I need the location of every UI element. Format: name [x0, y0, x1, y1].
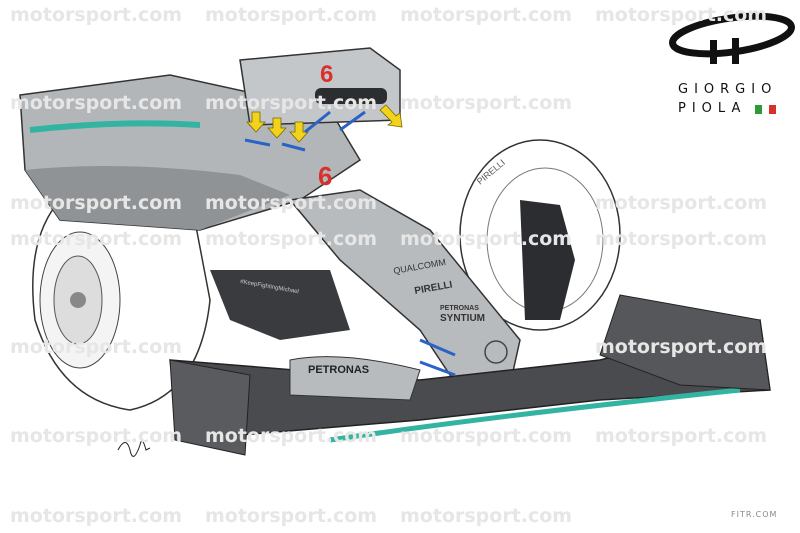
front-wing-petronas: PETRONAS [308, 364, 369, 376]
race-number-top: 6 [320, 61, 333, 88]
petronas-nose-logo: PETRONAS [440, 305, 479, 312]
mercedes-star [484, 340, 508, 364]
logo-line-2: PIOLA [678, 101, 747, 116]
syntium-logo: SYNTIUM [440, 313, 485, 324]
front-wing-flap [289, 356, 421, 401]
sidepod-shadow [25, 166, 290, 230]
front-wing-teal [329, 387, 741, 443]
airbox-inlets [315, 88, 387, 104]
right-endplate [599, 294, 771, 391]
blue-flow-arrows [244, 110, 456, 377]
left-endplate [169, 359, 251, 456]
teal-stripe [29, 120, 201, 133]
flag-green [755, 105, 762, 114]
race-number-nose: 6 [318, 161, 332, 191]
bargeboard [210, 270, 350, 340]
yellow-flow-arrows [246, 104, 403, 143]
flag-white [762, 105, 769, 114]
artist-signature [117, 440, 151, 457]
fitr-credit: FITR.COM [731, 510, 778, 519]
giorgio-piola-logo [669, 12, 795, 114]
left-front-tyre [32, 182, 211, 411]
brake-duct [520, 200, 575, 320]
logo-line-1: GIORGIO [678, 82, 778, 97]
airbox [239, 47, 401, 126]
flag-red [769, 105, 776, 114]
